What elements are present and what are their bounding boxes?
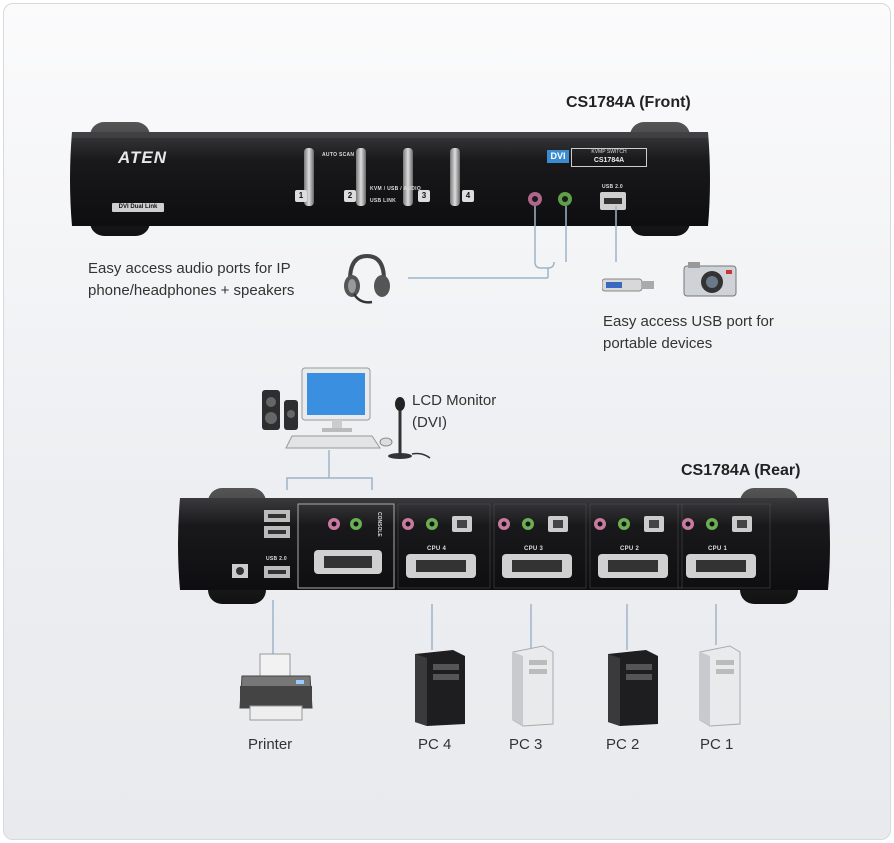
port-button-1[interactable]: 1	[295, 190, 307, 202]
model-line-1: KVMP SWITCH	[591, 149, 627, 155]
port-button-4[interactable]: 4	[462, 190, 474, 202]
mini-label-usb-link: USB LINK	[370, 198, 397, 204]
pc2-tower-icon	[608, 650, 658, 726]
cpu-label-4: CPU 4	[427, 546, 447, 552]
pc4-label: PC 4	[418, 736, 452, 753]
front-usb-label: USB 2.0	[602, 184, 623, 190]
pc3-tower-icon	[512, 645, 554, 727]
model-label: KVMP SWITCH CS1784A	[571, 148, 647, 167]
printer-label: Printer	[248, 736, 293, 753]
rear-usb-label: USB 2.0	[266, 556, 287, 562]
model-line-2: CS1784A	[593, 157, 625, 164]
dual-link-badge: DVI Dual Link	[112, 203, 164, 212]
printer-icon	[239, 653, 313, 721]
pc1-label: PC 1	[700, 736, 734, 753]
cpu-label-2: CPU 2	[620, 546, 640, 552]
headset-icon	[344, 253, 390, 304]
mini-label-kvm: KVM / USB / AUDIO	[370, 186, 422, 192]
port-button-3[interactable]: 3	[418, 190, 430, 202]
pc3-label: PC 3	[509, 736, 543, 753]
port-button-2[interactable]: 2	[344, 190, 356, 202]
model-tag-dvi: DVI	[547, 150, 569, 163]
brand-logo: ATEN	[118, 148, 168, 167]
rear-title: CS1784A (Rear)	[681, 462, 801, 479]
cpu-label-3: CPU 3	[524, 546, 544, 552]
monitor-callout-line-2: (DVI)	[412, 414, 447, 431]
mini-label-auto-scan: AUTO SCAN	[322, 152, 355, 158]
camera-icon	[683, 262, 737, 297]
audio-callout-line-1: Easy access audio ports for IP	[88, 260, 291, 277]
pc4-tower-icon	[415, 650, 465, 726]
usb-stick-icon	[602, 278, 654, 292]
rear-unit	[178, 488, 830, 604]
console-devices	[262, 367, 431, 459]
console-label: CONSOLE	[376, 512, 382, 537]
monitor-callout-line-1: LCD Monitor	[412, 392, 497, 409]
usb-callout: Easy access USB port for portable device…	[603, 311, 774, 355]
pc1-tower-icon	[699, 645, 741, 727]
usb-callout-line-2: portable devices	[603, 335, 713, 352]
cpu-label-1: CPU 1	[708, 546, 728, 552]
front-title: CS1784A (Front)	[566, 94, 691, 111]
audio-callout-line-2: phone/headphones + speakers	[88, 282, 295, 299]
audio-callout: Easy access audio ports for IP phone/hea…	[88, 258, 294, 302]
usb-callout-line-1: Easy access USB port for	[603, 313, 774, 330]
monitor-callout: LCD Monitor (DVI)	[412, 390, 496, 434]
pc2-label: PC 2	[606, 736, 640, 753]
